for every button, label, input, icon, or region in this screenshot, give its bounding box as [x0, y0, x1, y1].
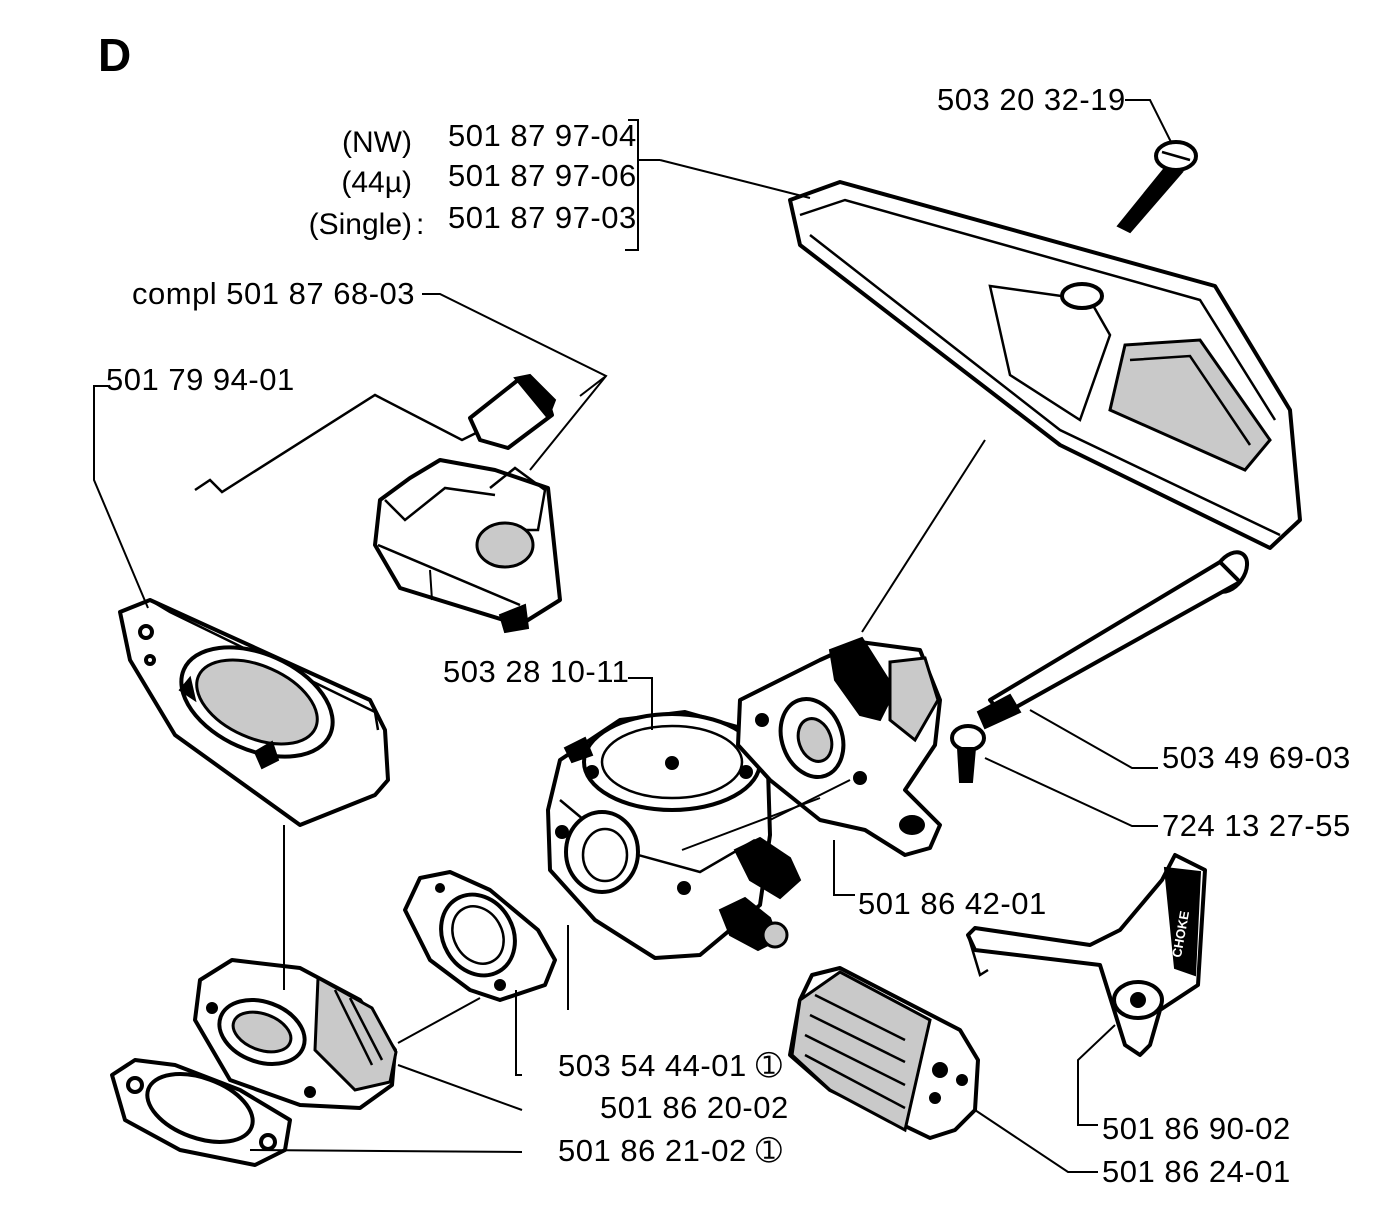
pre-filter-label: 501 86 24-01	[1102, 1154, 1291, 1189]
small-screw-part	[950, 724, 986, 783]
variant-name: (NW)	[342, 126, 412, 159]
air-filter-part-number: 501 87 97-04	[448, 118, 637, 153]
intake-gasket-label: 501 86 21-02 ➀	[558, 1133, 783, 1168]
air-filter-part	[788, 180, 1302, 550]
variant-bracket	[625, 119, 660, 251]
carb-bolt-label: 503 49 69-03	[1162, 740, 1351, 775]
choke-lever-part: CHOKE	[966, 853, 1207, 1057]
carburetor-part	[546, 710, 802, 960]
carb-gasket-label: 503 54 44-01 ➀	[558, 1048, 783, 1083]
section-letter: D	[98, 29, 132, 81]
choke-assembly-part	[194, 373, 562, 634]
air-filter-part-number: 501 87 97-06	[448, 158, 637, 193]
variant-name: (44µ)	[341, 166, 412, 199]
intake-elbow-part	[193, 958, 398, 1110]
small-screw-label: 724 13 27-55	[1162, 808, 1351, 843]
gasket-plate-label: 501 79 94-01	[106, 362, 295, 397]
carburetor-label: 503 28 10-11	[443, 654, 630, 689]
filter-screw-part	[1116, 140, 1198, 234]
pre-filter-part	[788, 966, 980, 1140]
variant-separator: :	[416, 208, 425, 241]
air-filter-part-number: 501 87 97-03	[448, 200, 637, 235]
choke-assembly-label: compl 501 87 68-03	[132, 276, 416, 311]
intake-gasket-part	[110, 1058, 292, 1167]
choke-lever-label: 501 86 90-02	[1102, 1111, 1291, 1146]
variant-name: (Single)	[308, 208, 412, 241]
carb-holder-label: 501 86 42-01	[858, 886, 1047, 921]
leader-lines	[93, 99, 1173, 1173]
intake-elbow-label: 501 86 20-02	[600, 1090, 789, 1125]
carb-bolt-part	[976, 550, 1250, 730]
gasket-plate-part	[118, 598, 390, 827]
carb-gasket-part	[403, 870, 557, 1002]
filter-screw-label: 503 20 32-19	[937, 82, 1126, 117]
carb-holder-part	[736, 636, 942, 857]
